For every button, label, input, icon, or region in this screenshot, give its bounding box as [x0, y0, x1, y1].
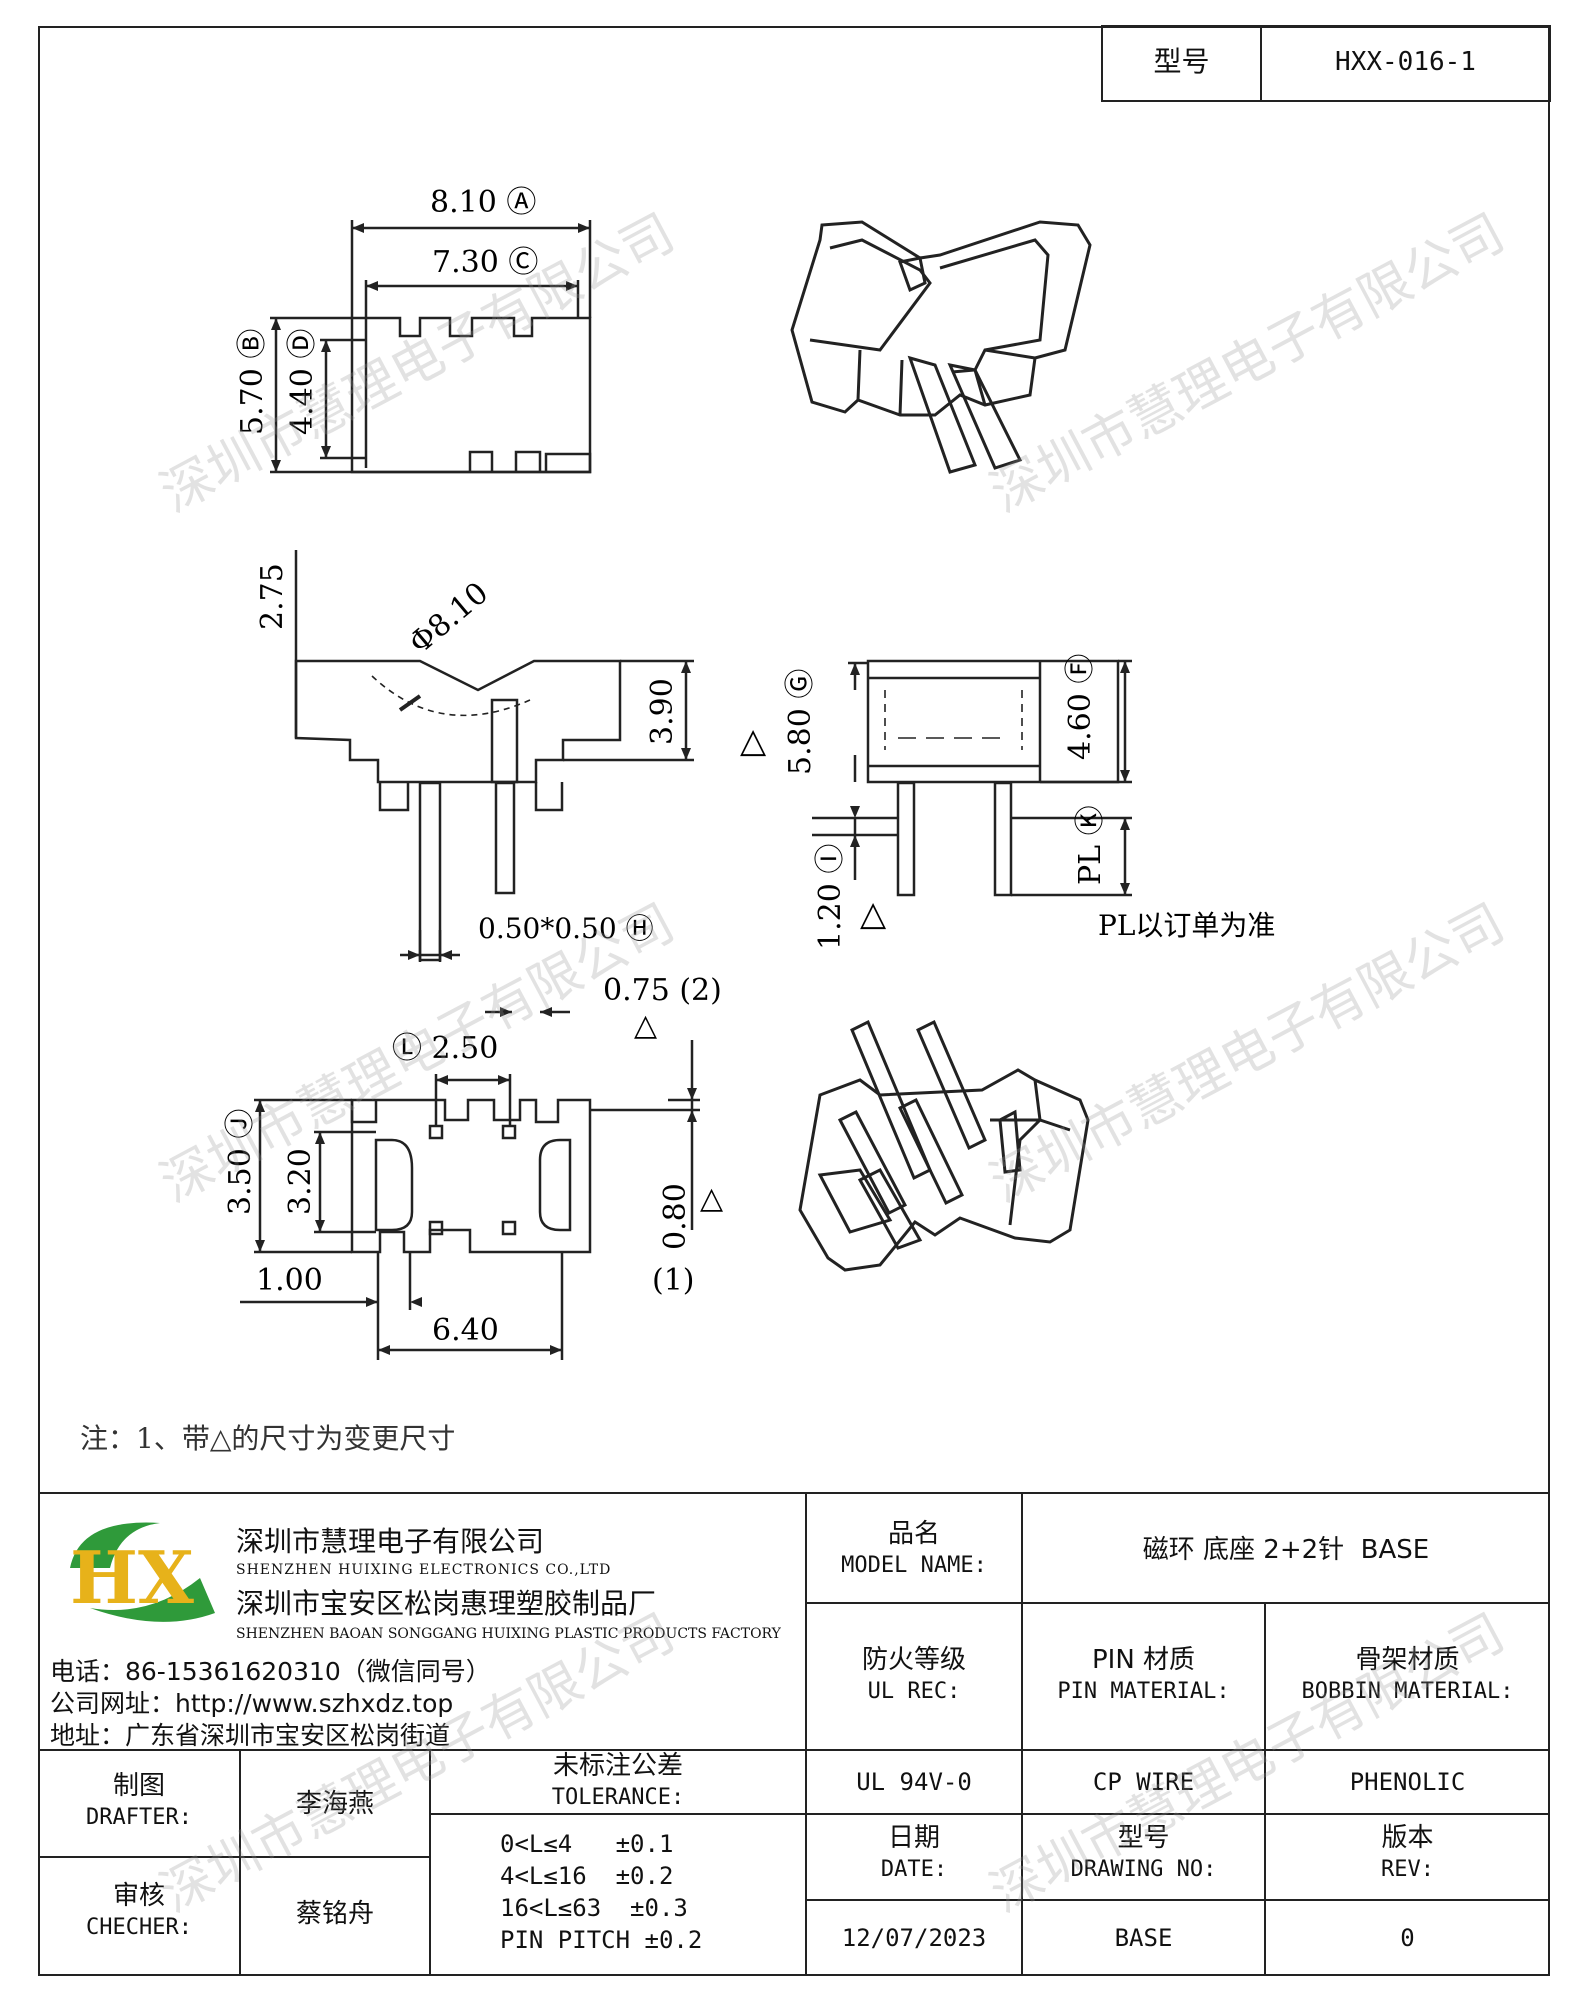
dim-phi810: Φ8.10	[403, 576, 496, 662]
drawing-note: 注：1、带△的尺寸为变更尺寸	[80, 1422, 455, 1455]
date-value: 12/07/2023	[841, 1924, 987, 1952]
logo-text: HX	[70, 1535, 194, 1620]
dim-390: 3.90	[645, 678, 680, 745]
dim-075: 0.75 (2)	[603, 973, 722, 1008]
tolerance-label-en: TOLERANCE:	[551, 1785, 685, 1810]
ul-label-en: UL REC:	[867, 1679, 961, 1704]
tolerance-line-3: 16<L≤63 ±0.3	[500, 1894, 688, 1922]
bobbin-material-value: PHENOLIC	[1349, 1768, 1466, 1796]
model-name-label-en: MODEL NAME:	[841, 1553, 987, 1578]
dim-100: 1.00	[256, 1263, 323, 1298]
iso-view-bottom	[798, 1019, 1090, 1272]
factory-name-en: SHENZHEN BAOAN SONGGANG HUIXING PLASTIC …	[236, 1626, 781, 1642]
tolerance-line-1: 0<L≤4 ±0.1	[500, 1830, 674, 1858]
drafter-value: 李海燕	[295, 1789, 374, 1819]
checker-value: 蔡铭舟	[295, 1899, 374, 1929]
company-logo: HX	[70, 1522, 215, 1622]
dim-730: 7.30 Ⓒ	[432, 245, 538, 280]
technical-drawing: 8.10 Ⓐ 7.30 Ⓒ 5.70 Ⓑ 4.40 Ⓓ 2.75 Φ8.10 3…	[80, 185, 1275, 1455]
iso-view-top	[790, 220, 1092, 474]
change-mark: △	[700, 1181, 723, 1216]
drawing-no-label-cn: 型号	[1117, 1823, 1170, 1853]
dim-580: 5.80 Ⓖ	[783, 669, 818, 775]
dim-275: 2.75	[255, 563, 290, 630]
drawing-no-label-en: DRAWING NO:	[1070, 1857, 1217, 1882]
dim-640: 6.40	[432, 1313, 499, 1348]
company-address: 地址：广东省深圳市宝安区松岗街道	[50, 1721, 451, 1750]
bobbin-label-en: BOBBIN MATERIAL:	[1301, 1679, 1514, 1704]
model-name-label-cn: 品名	[887, 1519, 940, 1549]
company-name-en: SHENZHEN HUIXING ELECTRONICS CO.,LTD	[236, 1562, 612, 1578]
model-name-value: 磁环 底座 2+2针 BASE	[1142, 1535, 1430, 1565]
dim-570: 5.70 Ⓑ	[235, 329, 270, 435]
change-mark: △	[860, 894, 887, 934]
pin-material-value: CP WIRE	[1092, 1768, 1195, 1796]
top-view	[270, 220, 592, 474]
dim-120: 1.20 Ⓘ	[813, 844, 848, 950]
dim-pin-size: 0.50*0.50 Ⓗ	[478, 912, 654, 945]
dim-pl: PL Ⓚ	[1073, 805, 1108, 885]
drafter-label-cn: 制图	[112, 1771, 165, 1801]
date-label-cn: 日期	[887, 1823, 940, 1853]
tolerance-line-2: 4<L≤16 ±0.2	[500, 1862, 674, 1890]
company-website: 公司网址：http://www.szhxdz.top	[50, 1689, 454, 1718]
checker-label-cn: 审核	[112, 1881, 165, 1911]
bottom-view	[240, 1010, 700, 1360]
dim-460: 4.60 Ⓕ	[1063, 654, 1098, 760]
pl-note: PL以订单为准	[1098, 909, 1275, 942]
ul-value: UL 94V-0	[856, 1768, 972, 1796]
dim-080-idx: (1)	[652, 1263, 695, 1298]
rev-label-en: REV:	[1381, 1857, 1434, 1882]
date-label-en: DATE:	[880, 1857, 948, 1882]
header-model-label: 型号	[1153, 45, 1210, 78]
drawing-sheet	[38, 26, 1550, 1976]
change-mark: △	[740, 721, 767, 761]
company-phone: 电话：86-15361620310（微信同号）	[50, 1657, 491, 1686]
bobbin-label-cn: 骨架材质	[1355, 1645, 1460, 1675]
drafter-label-en: DRAFTER:	[86, 1805, 192, 1830]
tolerance-label-cn: 未标注公差	[552, 1751, 683, 1781]
rev-label-cn: 版本	[1381, 1823, 1434, 1853]
factory-name-cn: 深圳市宝安区松岗惠理塑胶制品厂	[236, 1587, 657, 1620]
header-model-value: HXX-016-1	[1335, 47, 1476, 77]
drawing-no-value: BASE	[1114, 1924, 1173, 1952]
ul-label-cn: 防火等级	[861, 1645, 966, 1675]
checker-label-en: CHECHER:	[86, 1915, 192, 1940]
change-mark: △	[634, 1008, 657, 1043]
pin-label-en: PIN MATERIAL:	[1057, 1679, 1230, 1704]
dim-810: 8.10 Ⓐ	[430, 185, 536, 220]
side-view	[812, 659, 1132, 897]
rev-value: 0	[1400, 1924, 1415, 1952]
dim-440: 4.40 Ⓓ	[285, 329, 320, 435]
dim-350: 3.50 Ⓙ	[223, 1109, 258, 1215]
front-view	[294, 550, 694, 962]
dim-080: 0.80	[658, 1183, 693, 1250]
dim-320: 3.20	[283, 1148, 318, 1215]
tolerance-line-4: PIN PITCH ±0.2	[500, 1926, 703, 1954]
dim-250: Ⓛ 2.50	[392, 1031, 498, 1066]
company-name-cn: 深圳市慧理电子有限公司	[236, 1525, 545, 1558]
pin-label-cn: PIN 材质	[1091, 1645, 1196, 1675]
